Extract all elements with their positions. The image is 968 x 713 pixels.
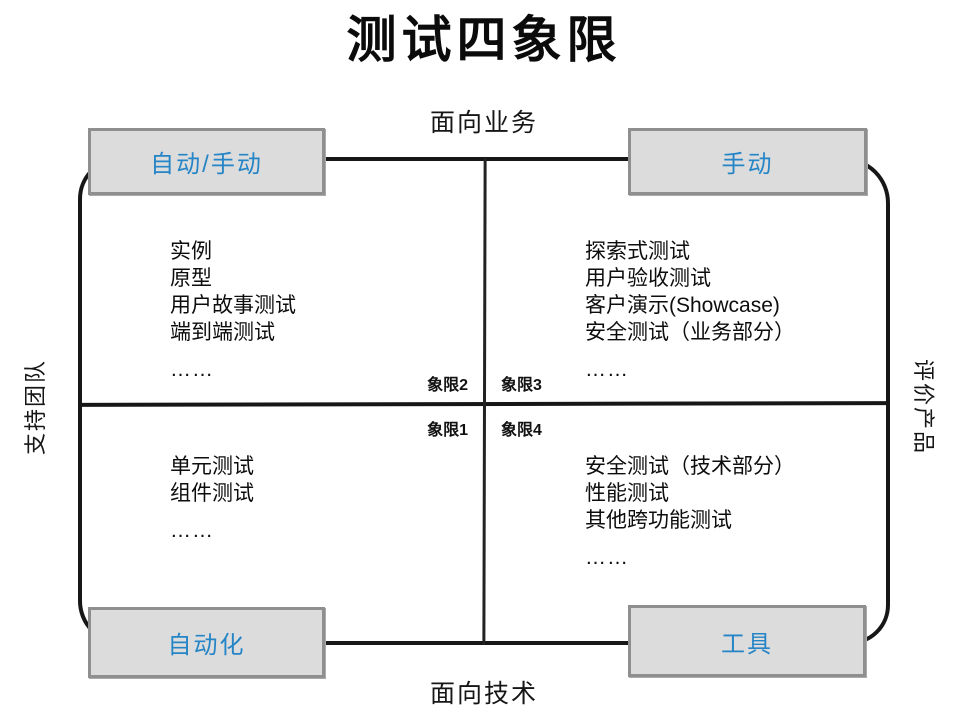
quadrant-3-label: 象限3 bbox=[501, 377, 542, 394]
list-item: …… bbox=[170, 519, 214, 542]
list-item: 实例 bbox=[170, 240, 212, 263]
corner-box-tools: 工具 bbox=[628, 605, 866, 677]
quadrant-2-label: 象限2 bbox=[427, 377, 468, 394]
list-item: …… bbox=[585, 546, 629, 569]
list-item: 探索式测试 bbox=[585, 240, 690, 263]
list-item: 端到端测试 bbox=[170, 321, 275, 344]
corner-box-label: 自动/手动 bbox=[150, 151, 263, 178]
corner-box-label: 自动化 bbox=[167, 632, 246, 659]
corner-box-automated: 自动化 bbox=[88, 607, 325, 678]
corner-box-manual: 手动 bbox=[628, 128, 867, 195]
axis-label-technology: 面向技术 bbox=[429, 680, 538, 708]
list-item: 组件测试 bbox=[170, 482, 254, 505]
list-item: 安全测试（技术部分） bbox=[585, 455, 795, 478]
list-item: 客户演示(Showcase) bbox=[585, 294, 780, 317]
list-item: 安全测试（业务部分） bbox=[585, 321, 795, 344]
list-item: 用户故事测试 bbox=[170, 294, 296, 317]
page-title: 测试四象限 bbox=[346, 12, 622, 68]
quadrant-1-item-list: 单元测试 组件测试 …… bbox=[170, 453, 254, 544]
quadrant-1-label: 象限1 bbox=[427, 422, 468, 439]
quadrant-4-label: 象限4 bbox=[501, 422, 542, 439]
list-item: 用户验收测试 bbox=[585, 267, 711, 290]
list-item: 原型 bbox=[170, 267, 212, 290]
quadrant-2-item-list: 实例 原型 用户故事测试 端到端测试 …… bbox=[170, 238, 296, 383]
quadrant-3-item-list: 探索式测试 用户验收测试 客户演示(Showcase) 安全测试（业务部分） …… bbox=[585, 238, 795, 383]
list-item: 其他跨功能测试 bbox=[585, 509, 732, 532]
axis-label-critique-product: 评价产品 bbox=[911, 358, 936, 455]
list-item: 性能测试 bbox=[585, 482, 669, 505]
list-item: 单元测试 bbox=[170, 455, 254, 478]
axis-label-business: 面向业务 bbox=[429, 109, 538, 137]
list-item: …… bbox=[585, 358, 629, 381]
corner-box-label: 工具 bbox=[721, 630, 773, 658]
list-item: …… bbox=[170, 358, 214, 381]
quadrant-4-item-list: 安全测试（技术部分） 性能测试 其他跨功能测试 …… bbox=[585, 453, 795, 571]
corner-box-auto-manual: 自动/手动 bbox=[88, 128, 325, 195]
axis-label-support-team: 支持团队 bbox=[23, 359, 48, 456]
corner-box-label: 手动 bbox=[721, 151, 774, 178]
